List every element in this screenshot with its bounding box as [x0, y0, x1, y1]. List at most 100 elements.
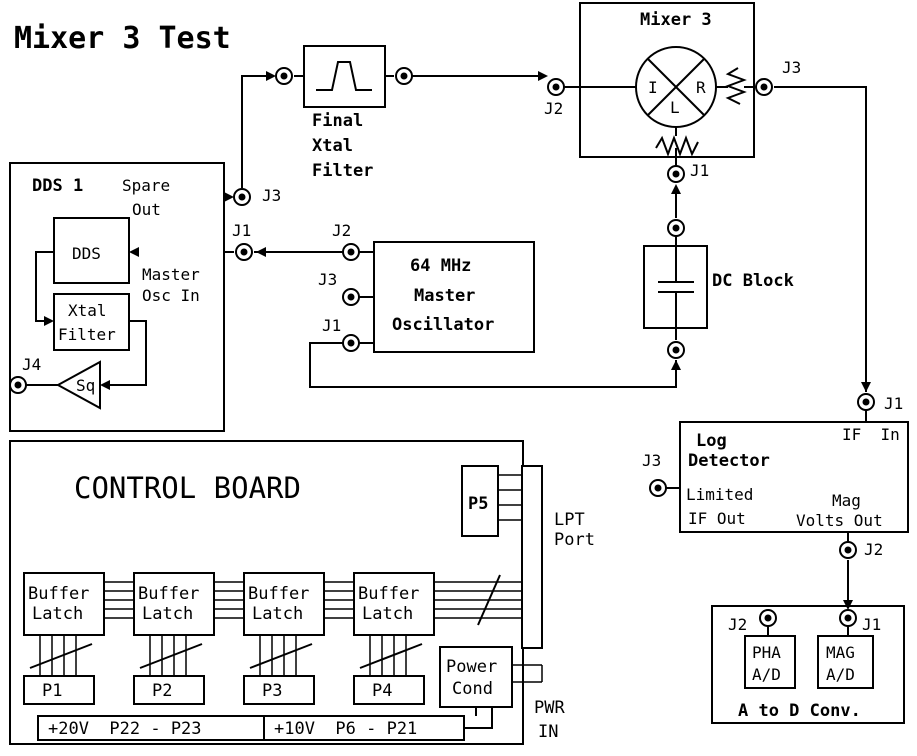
osc-j3-label: J3 [318, 270, 337, 289]
pwr-line2: IN [538, 722, 558, 742]
dds-1: DDS 1 Spare Out DDS Master Osc In Xtal F… [9, 162, 225, 432]
dc-block-top-connector [667, 219, 685, 237]
mixer-j2-arrow [538, 71, 548, 81]
dds-j3-arrow [224, 192, 234, 202]
log-mag-line2: Volts Out [796, 511, 883, 530]
dds-j1-label: J1 [232, 221, 251, 240]
dds-xtal-box [53, 293, 130, 351]
atod-j1-connector [839, 609, 857, 627]
latch3-line2: Latch [252, 604, 303, 624]
log-j2-connector [839, 541, 857, 559]
log-j2-label: J2 [864, 540, 883, 559]
osc-line3: Oscillator [392, 315, 494, 335]
dds-spare-line2: Out [132, 200, 161, 219]
filter-input-arrow [266, 71, 276, 81]
master-oscillator: 64 MHz Master Oscillator [359, 241, 535, 353]
mag-ad-box [817, 635, 874, 689]
log-j3-connector [649, 479, 667, 497]
dds-sq-label: Sq [76, 376, 95, 395]
mag-ad-line1: MAG [826, 643, 855, 662]
dds-master-line2: Osc In [142, 286, 200, 305]
filter-label-line1: Final [312, 111, 363, 131]
latch1-line1: Buffer [28, 584, 89, 604]
atod-j1-label: J1 [862, 615, 881, 634]
control-title: CONTROL BOARD [74, 471, 301, 505]
rail-10v: +10V P6 - P21 [274, 719, 417, 739]
latch4-line2: Latch [362, 604, 413, 624]
plug-p4: P4 [372, 681, 392, 701]
dds-title: DDS 1 [32, 176, 83, 196]
mixer-j3-connector [755, 78, 773, 96]
mag-ad-line2: A/D [826, 665, 855, 684]
diagram-title: Mixer 3 Test [14, 21, 231, 56]
dds-j4-label: J4 [22, 355, 41, 374]
log-line1: Log [696, 431, 727, 451]
mixer-j1-arrow [671, 184, 681, 194]
atod-j2-connector [759, 609, 777, 627]
log-limited-line1: Limited [686, 485, 753, 504]
dds-core-box [53, 217, 130, 284]
atod-j2-label: J2 [728, 615, 747, 634]
control-board: CONTROL BOARD P5 Buffer Latch Buffer Lat… [9, 440, 543, 745]
latch1-line2: Latch [32, 604, 83, 624]
pwr-line1: PWR [534, 698, 565, 718]
log-line2: Detector [688, 451, 770, 471]
mixer-port-r: R [696, 78, 706, 97]
osc-line2: Master [414, 286, 475, 306]
p5-label: P5 [468, 494, 488, 514]
atod-converter: PHA A/D MAG A/D A to D Conv. [711, 605, 905, 724]
dds-core-label: DDS [72, 244, 101, 263]
mixer-title: Mixer 3 [640, 10, 712, 30]
osc-j1-label: J1 [322, 316, 341, 335]
plug-p3: P3 [262, 681, 282, 701]
log-limited-line2: IF Out [688, 509, 746, 528]
osc-j3-connector [342, 288, 360, 306]
log-if-in: IF In [842, 425, 900, 444]
pha-line1: PHA [752, 643, 781, 662]
latch3-line1: Buffer [248, 584, 309, 604]
dc-block: DC Block [643, 236, 794, 340]
mixer-j2-connector [547, 78, 565, 96]
mixer-3: Mixer 3 I R L [564, 2, 755, 166]
dds-j3-connector [233, 188, 251, 206]
plug-p2: P2 [152, 681, 172, 701]
dds-xtal-line1: Xtal [68, 301, 107, 320]
final-xtal-filter: Final Xtal Filter [294, 45, 394, 181]
mixer-port-l: L [670, 98, 680, 117]
atod-title: A to D Conv. [738, 701, 861, 721]
log-mag-line1: Mag [832, 491, 861, 510]
mixer-port-i: I [648, 78, 658, 97]
osc-line1: 64 MHz [410, 256, 471, 276]
power-line2: Cond [452, 679, 493, 699]
latch2-line2: Latch [142, 604, 193, 624]
mixer-j1-connector [667, 165, 685, 183]
plug-p1: P1 [42, 681, 62, 701]
dds-j3-label: J3 [262, 186, 281, 205]
osc-j1-connector [342, 334, 360, 352]
dds-j1-arrow [256, 247, 266, 257]
p5-box [461, 465, 499, 537]
log-j3-label: J3 [642, 451, 661, 470]
filter-label-line3: Filter [312, 161, 373, 181]
atod-j1-arrow [843, 600, 853, 610]
pha-ad-box [744, 635, 796, 689]
rail-20v: +20V P22 - P23 [48, 719, 202, 739]
log-detector: Log Detector IF In Limited IF Out Mag Vo… [666, 410, 909, 542]
log-j1-label: J1 [884, 394, 903, 413]
osc-j2-connector [342, 243, 360, 261]
filter-output-connector [395, 67, 413, 85]
dc-block-arrow [671, 360, 681, 370]
power-line1: Power [446, 657, 497, 677]
filter-input-connector [275, 67, 293, 85]
lpt-line2: Port [554, 530, 595, 550]
mixer-j2-label: J2 [544, 99, 563, 118]
mixer-j3-label: J3 [782, 58, 801, 77]
dds-master-line1: Master [142, 265, 200, 284]
dds-spare-line1: Spare [122, 176, 170, 195]
filter-label-line2: Xtal [312, 136, 353, 156]
dc-block-bottom-connector [667, 341, 685, 359]
mixer-j1-label: J1 [690, 161, 709, 180]
log-j1-connector [857, 393, 875, 411]
dds-xtal-line2: Filter [58, 325, 116, 344]
